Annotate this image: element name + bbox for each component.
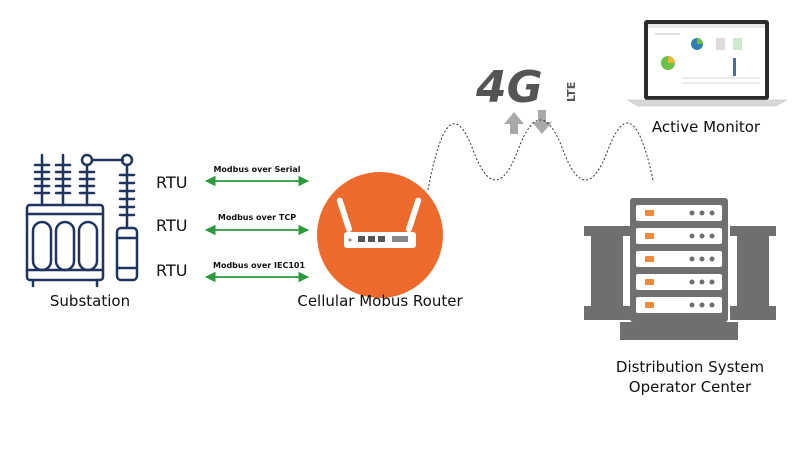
server-rack-icon — [584, 198, 776, 340]
router-label: Cellular Mobus Router — [297, 292, 463, 310]
laptop-icon — [626, 20, 788, 107]
dso-label-line1: Distribution System — [615, 358, 765, 376]
substation-label: Substation — [49, 292, 131, 310]
lte-sub-text: LTE — [565, 82, 578, 102]
protocol-label-iec101: Modbus over IEC101 — [212, 261, 306, 270]
lte-main-text: 4G — [475, 62, 543, 113]
rtu-label-iec101: RTU — [156, 261, 188, 280]
updown-arrows — [504, 110, 552, 134]
protocol-label-serial: Modbus over Serial — [213, 165, 301, 174]
wireless-signal-wave — [427, 119, 654, 191]
rtu-label-serial: RTU — [156, 173, 188, 192]
substation-icon — [25, 153, 139, 288]
protocol-label-tcp: Modbus over TCP — [217, 213, 297, 222]
link-arrows — [204, 175, 310, 283]
router-icon — [317, 172, 443, 298]
rtu-label-tcp: RTU — [156, 216, 188, 235]
active-monitor-label: Active Monitor — [651, 118, 761, 136]
lte-logo: 4G LTE — [475, 62, 578, 113]
dso-label-line2: Operator Center — [628, 378, 752, 396]
